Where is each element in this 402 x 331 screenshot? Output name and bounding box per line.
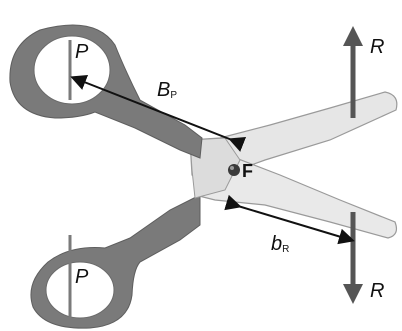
effort-label-top: P xyxy=(75,41,89,63)
resistance-label-top: R xyxy=(370,36,384,58)
fulcrum-label: F xyxy=(242,161,253,181)
pivot-screw xyxy=(228,164,240,176)
resistance-label-bottom: R xyxy=(370,280,384,302)
scissor-handle-bottom xyxy=(30,194,201,329)
resistance-arm-arrow xyxy=(224,194,355,245)
resistance-arm-label: bR xyxy=(271,233,289,255)
effort-arm-label: BP xyxy=(157,79,177,101)
scissor-blades xyxy=(189,91,398,239)
pivot-highlight xyxy=(230,166,234,170)
effort-arm-arrow xyxy=(70,74,247,152)
effort-label-bottom: P xyxy=(75,266,89,288)
